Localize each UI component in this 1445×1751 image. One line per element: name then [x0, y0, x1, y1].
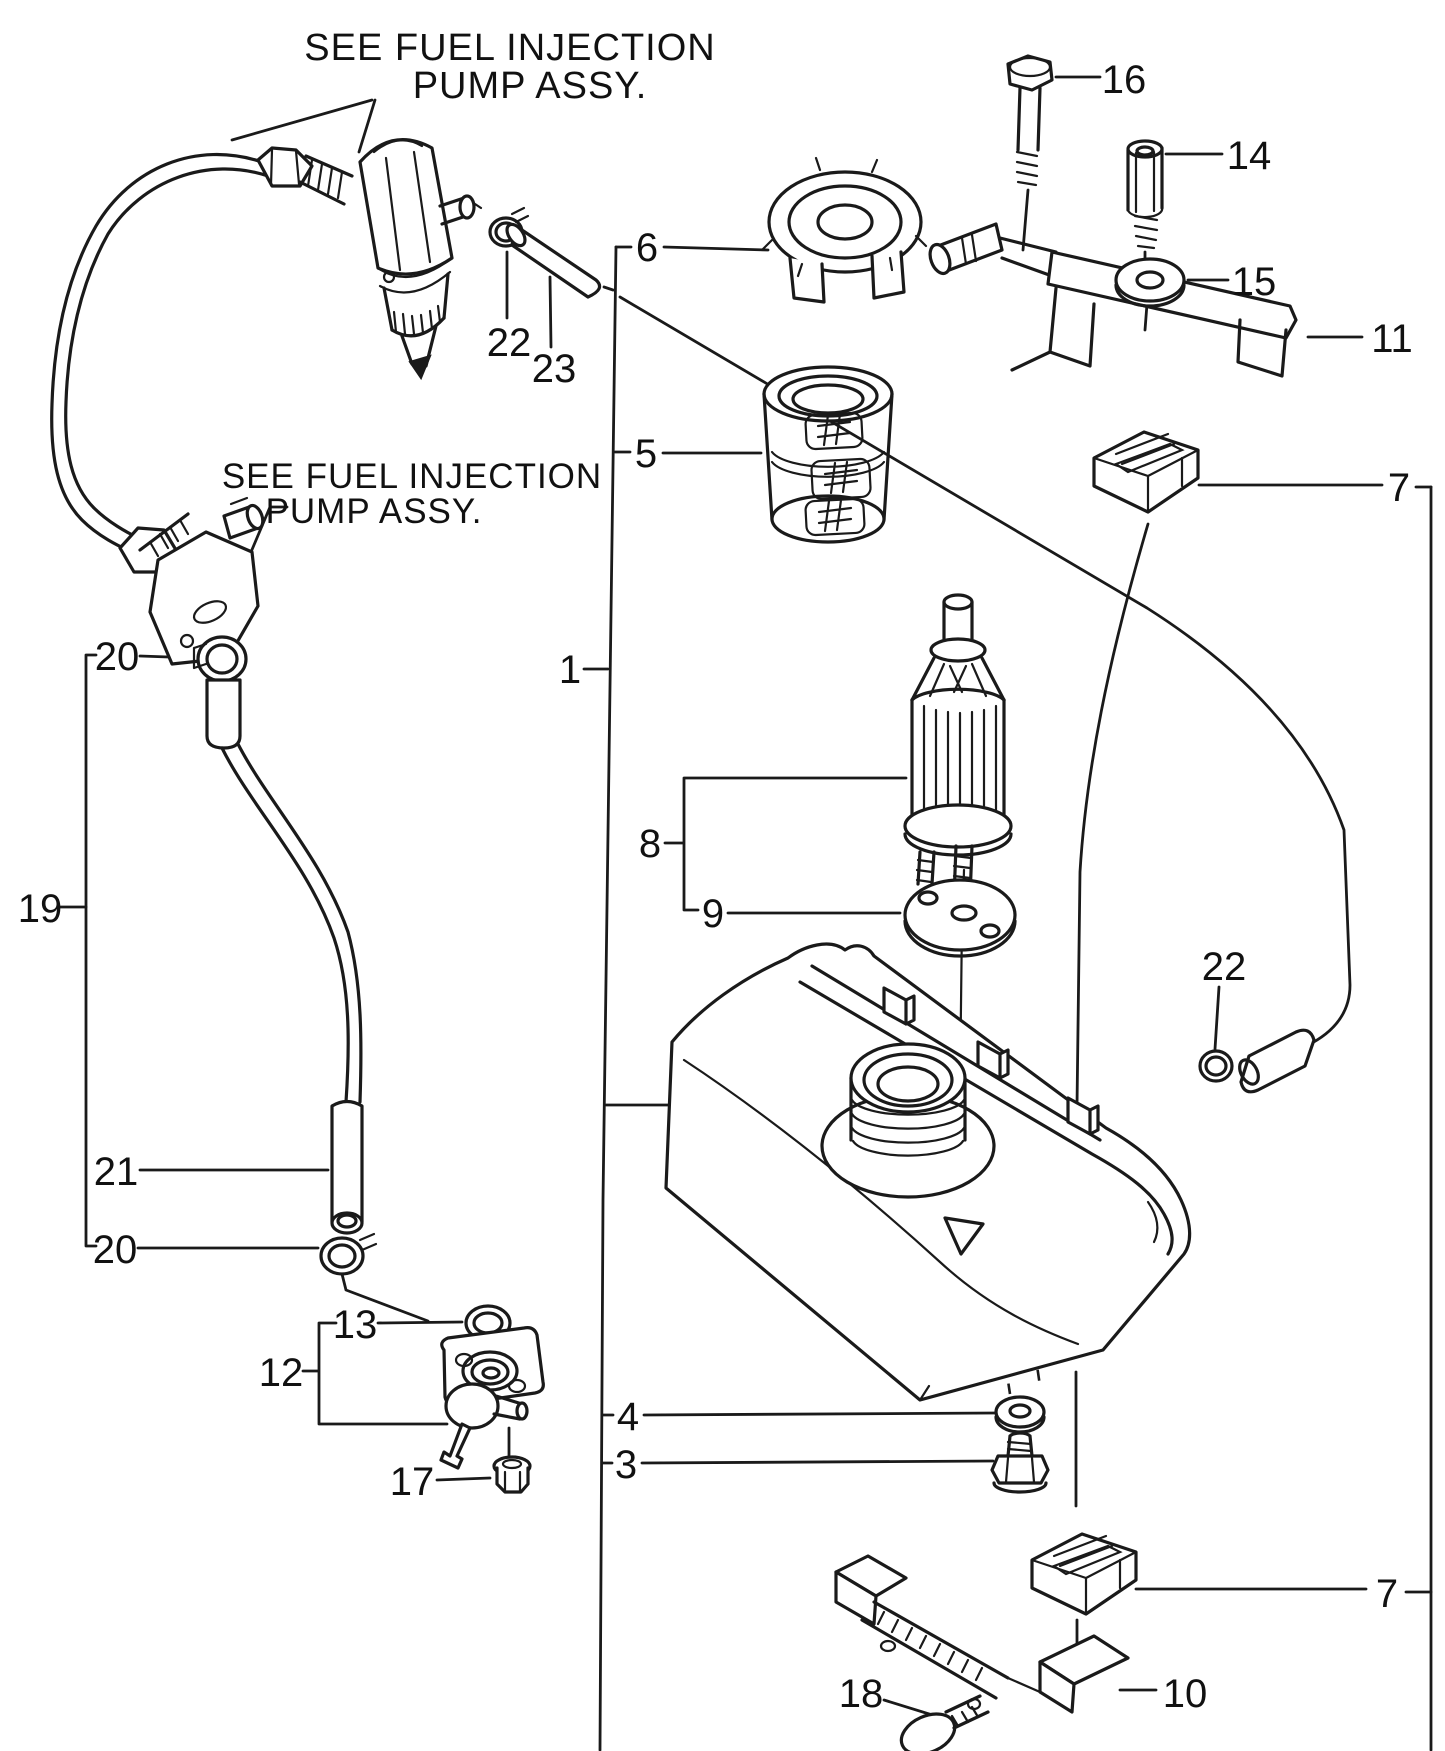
- tank-outlet-hose: [1238, 1028, 1316, 1094]
- label-8: 8: [639, 822, 661, 866]
- injection-pump-fitting: [118, 496, 265, 666]
- stud-14: [1126, 139, 1164, 250]
- label-16: 16: [1102, 58, 1147, 102]
- label-13: 13: [333, 1303, 378, 1347]
- bolt-18: [899, 1694, 990, 1751]
- note1-line2: PUMP ASSY.: [413, 65, 648, 107]
- bolt-16: [1006, 54, 1054, 187]
- leader-lines: [58, 75, 1433, 1751]
- rubber-mount-7-top: [1092, 430, 1200, 514]
- label-5: 5: [635, 432, 657, 476]
- fuel-hose-group: [192, 635, 378, 1276]
- fuel-cock-12: [439, 1326, 545, 1470]
- label-21: 21: [94, 1150, 139, 1194]
- label-6: 6: [636, 226, 658, 270]
- label-15: 15: [1232, 260, 1277, 304]
- hose-tube-21: [330, 1099, 364, 1235]
- label-1: 1: [559, 648, 581, 692]
- fuel-filter-5: [762, 365, 894, 544]
- label-22-right: 22: [1202, 945, 1247, 989]
- injector-body: [358, 138, 454, 276]
- note-texts: SEE FUEL INJECTION PUMP ASSY. SEE FUEL I…: [222, 27, 715, 531]
- washer-4: [994, 1395, 1046, 1434]
- fuel-injection-pipe: [50, 153, 270, 556]
- fuel-mark-triangle: [943, 1216, 985, 1256]
- hose-upper-end: [205, 678, 242, 750]
- label-17: 17: [390, 1460, 435, 1504]
- label-18: 18: [839, 1672, 884, 1716]
- tank-bracket-10: [834, 1554, 1130, 1714]
- assembly-1-bracket-line: [598, 245, 618, 1751]
- label-9: 9: [702, 892, 724, 936]
- label-19: 19: [18, 887, 63, 931]
- part-number-labels: 1 3 4 5 6 7 7 8 9 10 11 12 13 14 15 16 1…: [18, 58, 1413, 1716]
- note2-line1: SEE FUEL INJECTION: [222, 457, 602, 496]
- label-3: 3: [615, 1443, 637, 1487]
- note1-line1: SEE FUEL INJECTION: [304, 27, 715, 69]
- rubber-mount-7-bottom: [1030, 1532, 1138, 1616]
- cock-lever: [439, 1422, 472, 1470]
- label-7-top: 7: [1388, 466, 1410, 510]
- note2-leader: [241, 505, 289, 573]
- banjo-nut: [256, 146, 314, 188]
- hose-22-leader-line: [618, 295, 1352, 1045]
- label-7-bottom: 7: [1376, 1572, 1398, 1616]
- hose-clamp-20-bottom: [319, 1232, 378, 1276]
- note1-leader-b: [357, 98, 377, 154]
- group-19-bracket-line: [84, 653, 98, 1248]
- note2-line2: PUMP ASSY.: [266, 492, 483, 531]
- fuel-tank: [664, 942, 1192, 1402]
- fuel-pipe-23: [505, 222, 602, 299]
- label-22-left: 22: [487, 321, 532, 365]
- washer-15: [1114, 257, 1186, 308]
- group-12-bracket-line: [301, 1321, 449, 1426]
- pump-flange-plate: [148, 530, 260, 666]
- label-11: 11: [1371, 317, 1413, 361]
- label-12: 12: [259, 1351, 304, 1395]
- nut-17: [492, 1455, 532, 1494]
- label-14: 14: [1227, 134, 1272, 178]
- group-8-bracket-line: [663, 776, 908, 912]
- tank-filler-neck: [820, 1042, 996, 1199]
- fuel-injector: [256, 138, 483, 381]
- fuel-cap-6: [760, 156, 928, 304]
- note1-leader-a: [230, 98, 374, 142]
- label-20-top: 20: [95, 635, 140, 679]
- label-10: 10: [1163, 1672, 1208, 1716]
- fuel-strainer-8: [903, 593, 1013, 900]
- label-4: 4: [617, 1395, 639, 1439]
- bolt-3: [990, 1431, 1050, 1494]
- label-20-bottom: 20: [93, 1228, 138, 1272]
- fuel-hose-curve: [220, 746, 350, 1104]
- gasket-disc-9: [903, 878, 1017, 958]
- hose-clamp-22-right: [1198, 1049, 1234, 1083]
- label-23: 23: [532, 347, 577, 391]
